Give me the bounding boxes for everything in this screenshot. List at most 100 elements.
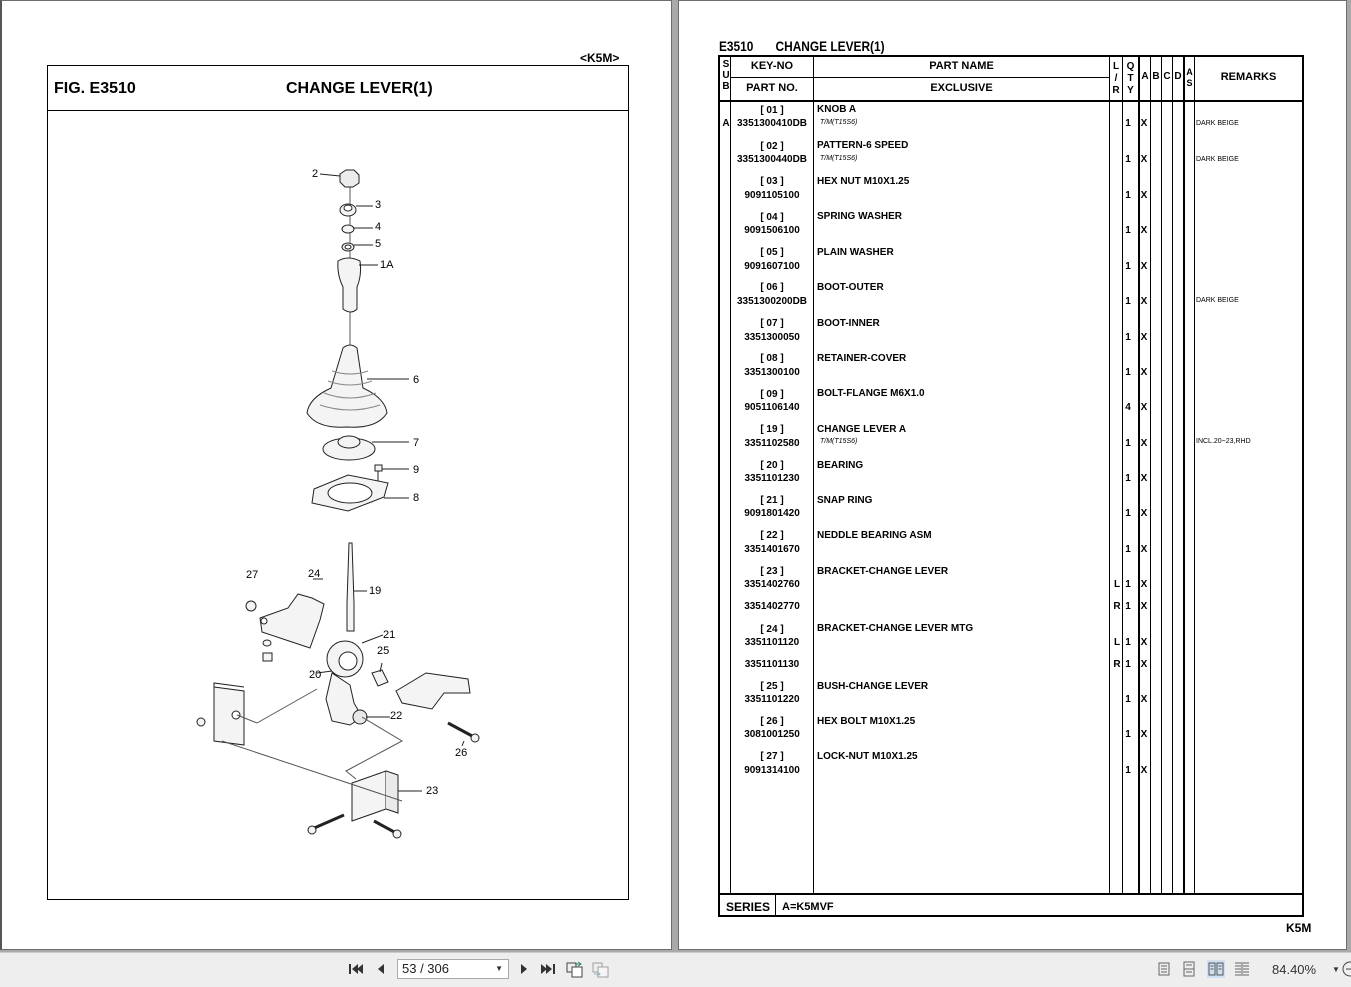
row-key-no: [ 06 ] (760, 282, 784, 293)
footer-model: K5M (1286, 921, 1312, 935)
next-page-icon (521, 964, 527, 974)
row-col-a: X (1140, 659, 1148, 670)
row-exclusive: T/M(T15S6) (820, 155, 858, 162)
chevron-down-icon: ▼ (495, 964, 503, 973)
row-qty: 1 (1125, 544, 1131, 555)
series-value: A=K5MVF (782, 901, 834, 913)
header-a: A (1141, 71, 1149, 82)
figure-title: CHANGE LEVER(1) (286, 80, 433, 97)
zoom-dropdown[interactable]: ▼ (1326, 959, 1346, 979)
header-part-no: PART NO. (746, 82, 798, 94)
callout-20: 20 (309, 669, 322, 681)
row-key-no: [ 22 ] (760, 530, 784, 541)
row-part-no: 3351401670 (744, 544, 800, 555)
row-lr: R (1113, 601, 1121, 612)
single-page-icon (1158, 962, 1170, 976)
callout-7: 7 (413, 437, 420, 449)
row-key-no: [ 23 ] (760, 566, 784, 577)
row-part-no: 3351300440DB (736, 154, 808, 165)
row-part-no: 3351402760 (744, 579, 800, 590)
row-qty: 1 (1125, 438, 1131, 449)
row-part-no: 3351300100 (744, 367, 800, 378)
zoom-level[interactable]: 84.40% (1272, 962, 1317, 977)
row-part-no: 3351101130 (744, 659, 800, 670)
row-part-name: SPRING WASHER (817, 211, 903, 222)
row-part-name: SNAP RING (817, 495, 873, 506)
row-part-name: PLAIN WASHER (817, 247, 894, 258)
callout-1a: 1A (380, 259, 394, 271)
figure-header: FIG. E3510 CHANGE LEVER(1) (48, 66, 628, 111)
previous-view-button[interactable] (565, 959, 585, 979)
last-page-icon (541, 964, 555, 974)
prev-page-button[interactable] (371, 959, 391, 979)
view-two-page-continuous-button[interactable] (1233, 960, 1251, 978)
header-part-name: PART NAME (929, 60, 994, 72)
row-part-no: 3081001250 (744, 729, 800, 740)
row-remarks: DARK BEIGE (1196, 120, 1239, 127)
left-page: <K5M> FIG. E3510 CHANGE LEVER(1) (0, 0, 672, 950)
row-part-name: BOLT-FLANGE M6X1.0 (817, 388, 925, 399)
row-qty: 1 (1125, 225, 1131, 236)
header-d: D (1174, 71, 1182, 82)
previous-view-icon (566, 961, 583, 978)
row-qty: 1 (1125, 154, 1131, 165)
row-part-name: BRACKET-CHANGE LEVER MTG (817, 623, 974, 634)
row-sub: A (722, 118, 730, 129)
row-key-no: [ 05 ] (760, 247, 784, 258)
row-qty: 1 (1125, 729, 1131, 740)
row-part-no: 3351300050 (744, 332, 800, 343)
row-key-no: [ 07 ] (760, 318, 784, 329)
zoom-out-button[interactable] (1340, 959, 1351, 979)
callout-9: 9 (413, 464, 420, 476)
row-key-no: [ 04 ] (760, 212, 784, 223)
callout-26: 26 (455, 747, 468, 759)
callout-6: 6 (413, 374, 420, 386)
fig-title: CHANGE LEVER(1) (775, 38, 885, 54)
view-two-page-button[interactable] (1207, 960, 1225, 978)
row-part-no: 3351102580 (744, 438, 800, 449)
last-page-button[interactable] (538, 959, 558, 979)
callout-21: 21 (383, 629, 396, 641)
row-key-no: [ 02 ] (760, 141, 784, 152)
chevron-down-icon: ▼ (1332, 964, 1340, 974)
row-qty: 4 (1125, 402, 1131, 413)
row-qty: 1 (1125, 637, 1131, 648)
row-qty: 1 (1125, 118, 1131, 129)
view-single-page-button[interactable] (1155, 960, 1173, 978)
callout-5: 5 (375, 238, 382, 250)
callout-19: 19 (369, 585, 382, 597)
row-col-a: X (1140, 190, 1148, 201)
row-col-a: X (1140, 765, 1148, 776)
row-exclusive: T/M(T15S6) (820, 438, 858, 445)
view-continuous-button[interactable] (1180, 960, 1198, 978)
exploded-parts-diagram (196, 169, 480, 839)
row-key-no: [ 19 ] (760, 424, 784, 435)
row-part-no: 3351300200DB (736, 296, 808, 307)
row-col-a: X (1140, 367, 1148, 378)
row-col-a: X (1140, 579, 1148, 590)
callout-27: 27 (246, 569, 259, 581)
series-label: SERIES (726, 900, 771, 914)
two-page-continuous-icon (1235, 962, 1249, 976)
next-page-button[interactable] (514, 959, 534, 979)
prev-page-icon (378, 964, 384, 974)
row-part-no: 9091506100 (744, 225, 800, 236)
next-view-button[interactable] (591, 959, 611, 979)
model-tag: <K5M> (580, 51, 620, 65)
row-col-a: X (1140, 402, 1148, 413)
page-number-select[interactable]: 53 / 306 ▼ (397, 959, 509, 979)
row-part-no: 9051106140 (744, 402, 800, 413)
header-remarks: REMARKS (1220, 71, 1277, 83)
first-page-button[interactable] (346, 959, 366, 979)
row-col-a: X (1140, 332, 1148, 343)
row-qty: 1 (1125, 473, 1131, 484)
callout-8: 8 (413, 492, 420, 504)
row-key-no: [ 25 ] (760, 681, 784, 692)
row-qty: 1 (1125, 659, 1131, 670)
row-col-a: X (1140, 694, 1148, 705)
row-qty: 1 (1125, 601, 1131, 612)
two-page-icon (1208, 962, 1224, 976)
